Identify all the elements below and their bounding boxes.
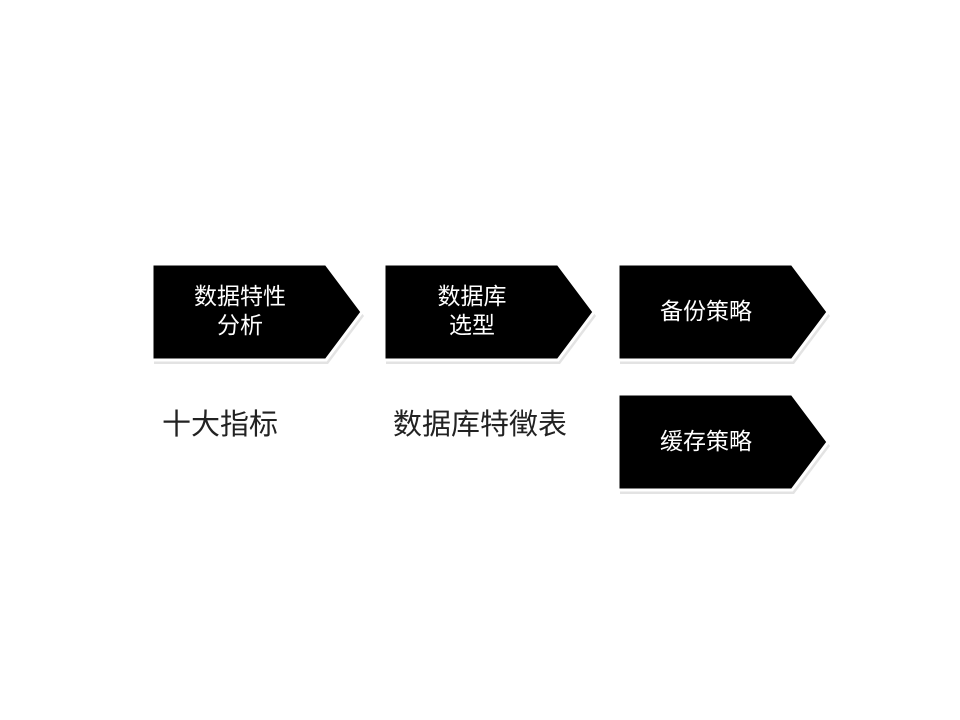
process-step-data-characteristics: 数据特性 分析 — [150, 262, 366, 366]
arrow-shape — [616, 262, 830, 364]
step-label: 数据库 选型 — [382, 262, 562, 362]
step-label-line-1: 数据库 — [437, 284, 507, 310]
caption-database-feature-table: 数据库特徵表 — [393, 407, 568, 441]
step-label: 备份策略 — [616, 262, 796, 362]
process-step-cache-strategy: 缓存策略 — [616, 392, 832, 496]
step-label-line-1: 缓存策略 — [660, 428, 752, 455]
step-label: 缓存策略 — [616, 392, 796, 492]
step-label: 数据特性 分析 — [150, 262, 330, 362]
step-label-line-1: 备份策略 — [660, 298, 752, 325]
process-step-backup-strategy: 备份策略 — [616, 262, 832, 366]
arrow-shape — [150, 262, 364, 364]
step-label-line-2: 选型 — [449, 313, 495, 339]
step-label-line-2: 分析 — [217, 313, 263, 339]
process-step-database-selection: 数据库 选型 — [382, 262, 598, 366]
caption-ten-metrics: 十大指标 — [162, 407, 279, 441]
arrow-shape — [616, 392, 830, 494]
arrow-shape — [382, 262, 596, 364]
step-label-line-1: 数据特性 — [194, 284, 286, 310]
